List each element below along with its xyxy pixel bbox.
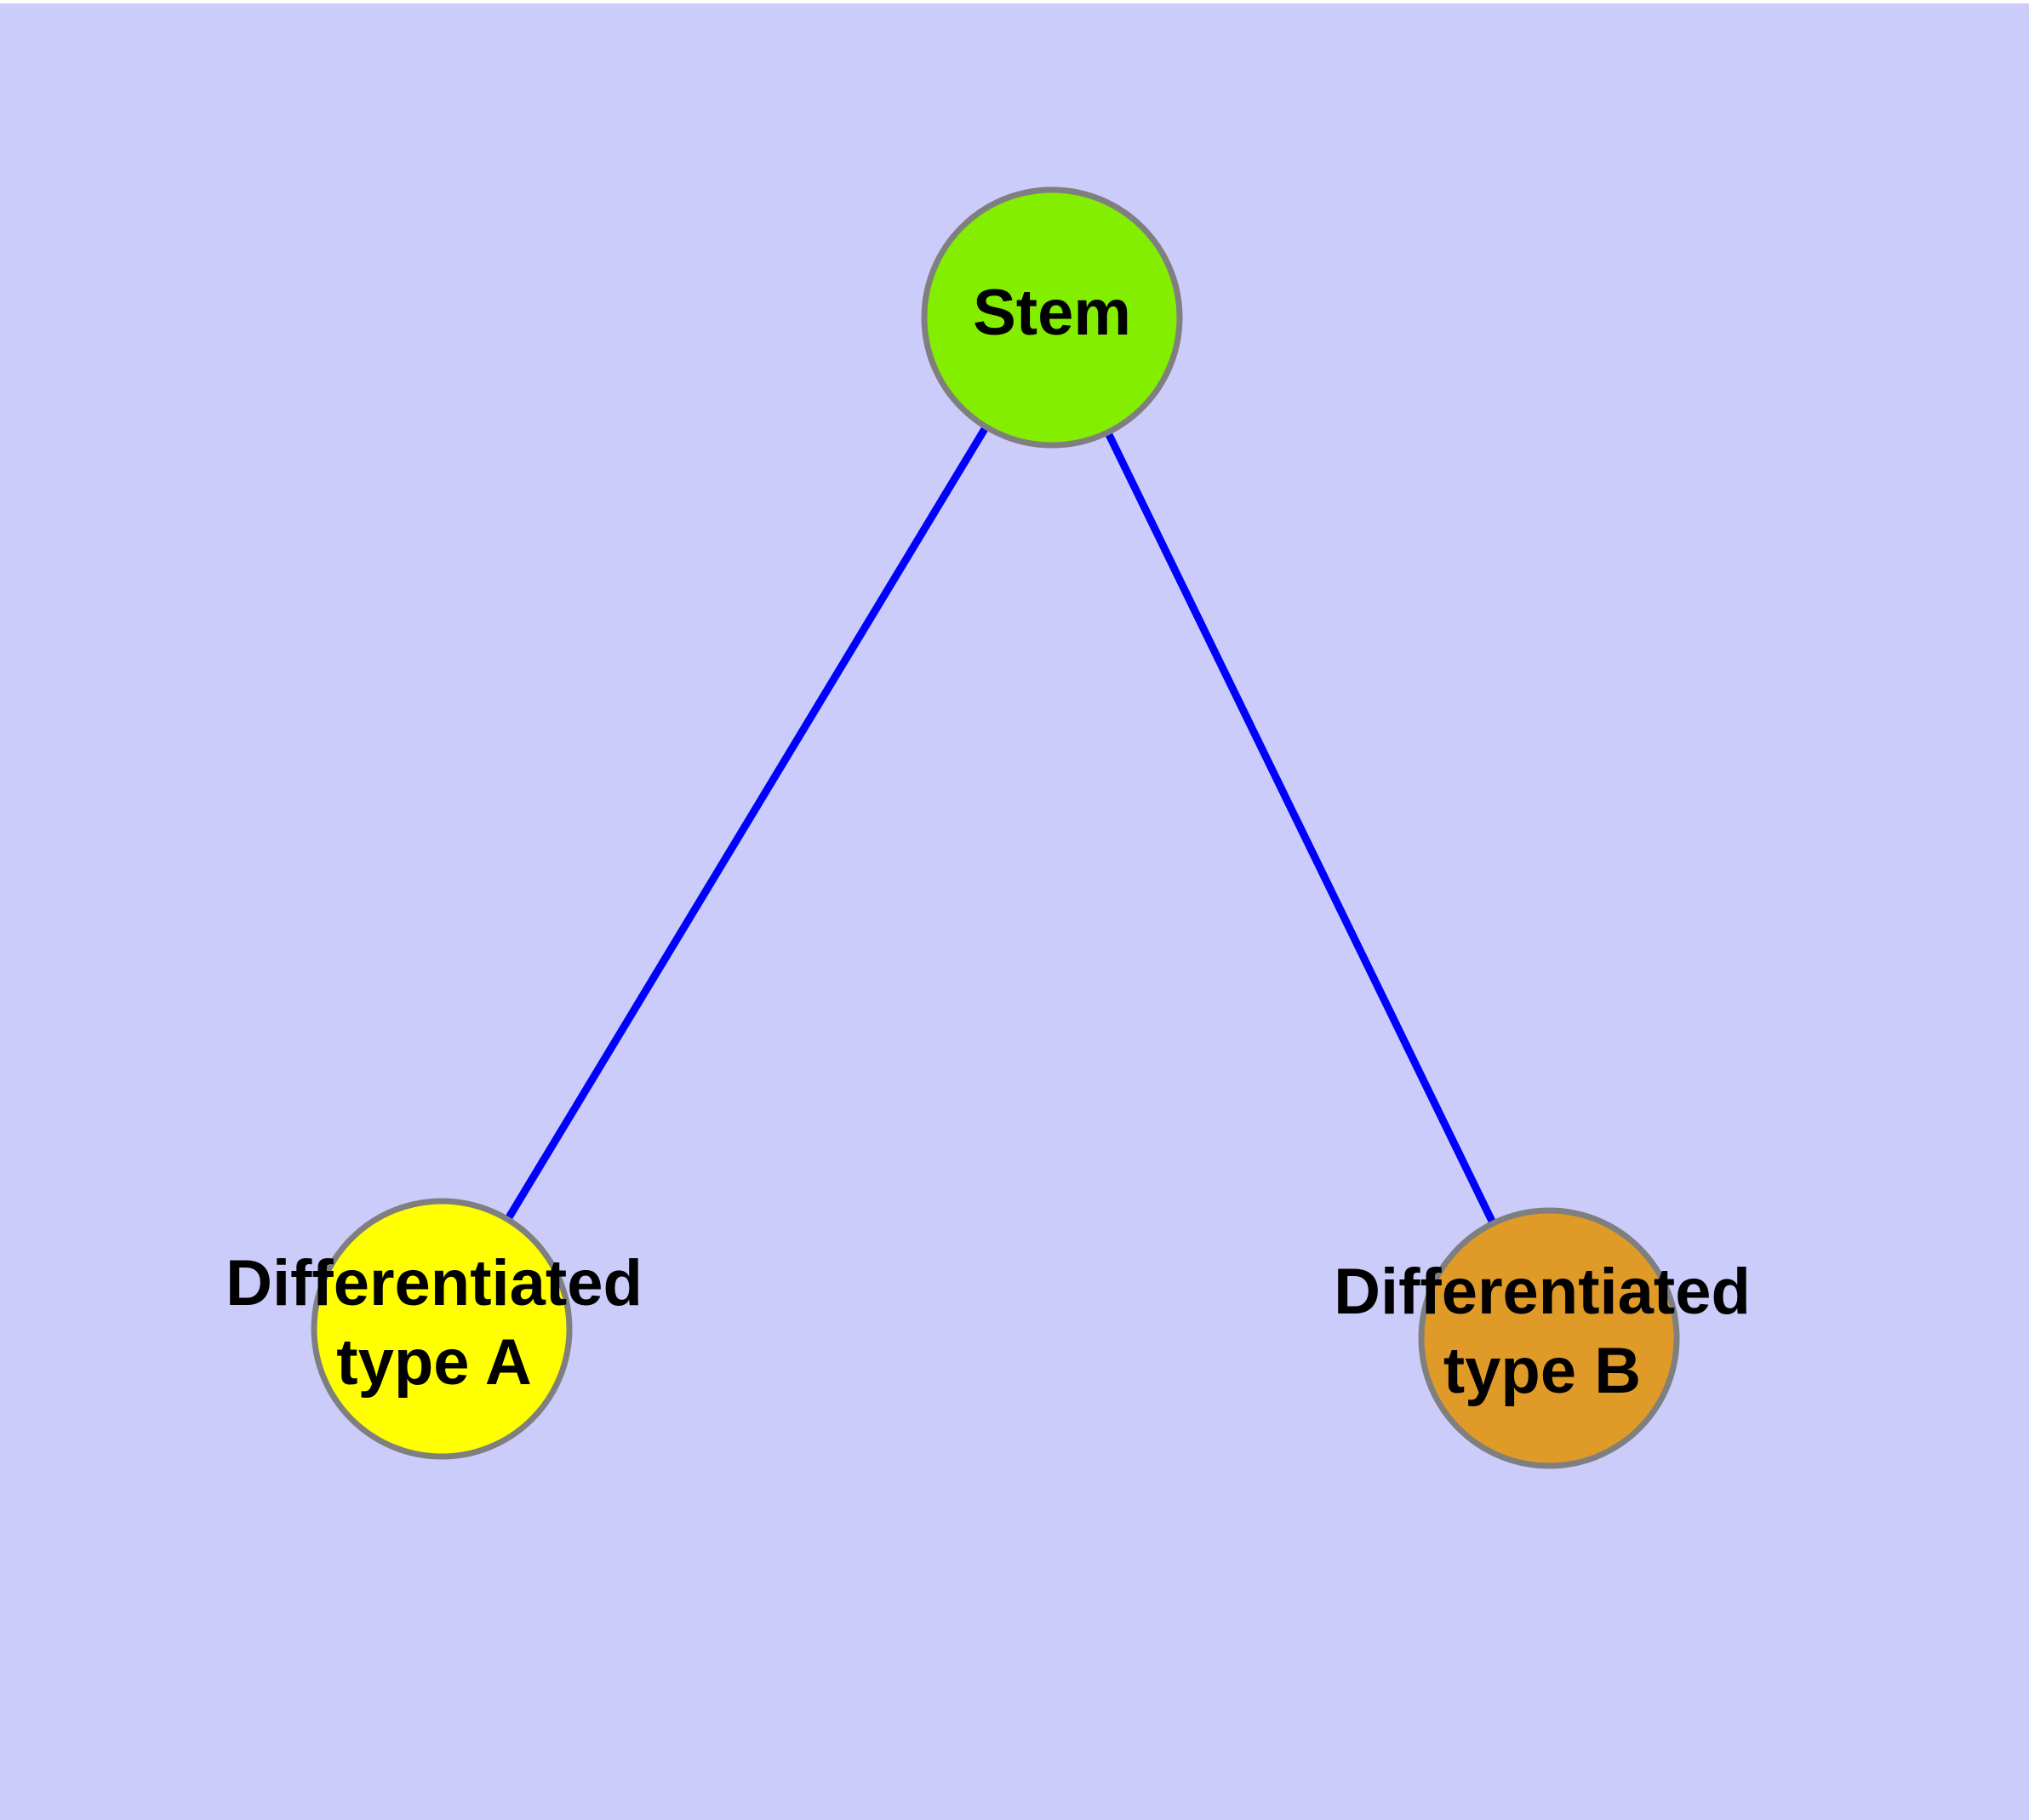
node-stem[interactable]	[921, 186, 1183, 449]
node-label-line: Differentiated	[226, 1247, 643, 1319]
edges-layer	[503, 423, 1498, 1227]
node-diff-b[interactable]	[1418, 1207, 1680, 1469]
node-label-line: type A	[336, 1326, 531, 1399]
node-label-line: type B	[1443, 1335, 1641, 1407]
node-label-stem: Stem	[973, 277, 1131, 349]
edge-stem-to-diff-b[interactable]	[1103, 429, 1498, 1227]
node-label-line: Stem	[973, 277, 1131, 349]
nodes-layer	[311, 186, 1680, 1469]
node-label-line: Differentiated	[1334, 1256, 1751, 1328]
edge-stem-to-diff-a[interactable]	[503, 423, 991, 1223]
node-diff-a[interactable]	[311, 1198, 573, 1460]
